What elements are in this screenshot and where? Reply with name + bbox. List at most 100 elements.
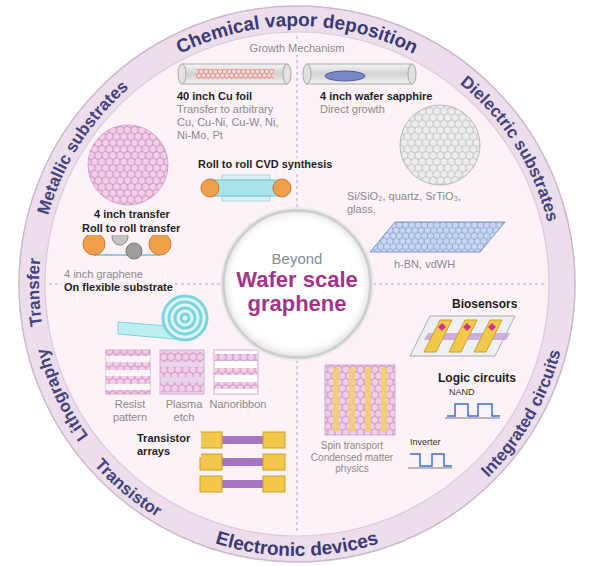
flexible-graphene-roll	[175, 308, 195, 328]
transistor-array	[200, 432, 285, 492]
biosensor-chip	[410, 316, 515, 356]
transistor-array	[200, 454, 222, 470]
flexible-graphene-roll	[181, 314, 189, 322]
nanoribbon-square	[214, 350, 258, 394]
ring-label-path: Electronic devices	[214, 527, 381, 560]
note-label: Transfer to arbitrary	[175, 103, 275, 116]
ring-label: Integrated circuits	[477, 347, 564, 480]
hbn-sheet	[370, 222, 505, 252]
inverter-waveform	[408, 454, 452, 468]
ring-label-path: Metallic substrates	[34, 77, 132, 217]
nanoribbon-square	[214, 368, 258, 375]
note-label: Cu, Cu-Ni, Cu-W, Ni, Ni-Mo, Pt	[175, 116, 291, 141]
ring-labels: Chemical vapor depositionMetallic substr…	[24, 9, 564, 560]
note-label: Resist pattern	[99, 398, 161, 423]
outer-ring	[19, 6, 575, 562]
transistor-array	[222, 458, 263, 466]
flexible-graphene-roll	[118, 296, 207, 340]
section-label: Roll to roll transfer	[80, 222, 182, 235]
cvd-tube-sapphire	[408, 64, 416, 84]
ring-label-path: Dielectric substrates	[457, 72, 562, 224]
cvd-tube-sapphire	[303, 64, 416, 84]
spin-device	[325, 365, 395, 435]
section-label: Logic circuits	[436, 372, 518, 386]
graphene-wafer-grey	[400, 105, 480, 185]
section-label: Biosensors	[450, 298, 519, 312]
roll-to-roll-cvd	[201, 179, 219, 197]
roll-to-roll-transfer	[83, 233, 105, 255]
graphene-wafer-grey	[400, 105, 480, 185]
ring-label: Electronic devices	[214, 527, 381, 560]
cvd-tube-cu-foil	[283, 64, 291, 84]
graphene-wafer-pink	[88, 125, 168, 205]
ring-label-path: Transistor	[91, 455, 165, 521]
cvd-tube-cu-foil	[196, 69, 274, 79]
resist-pattern-square	[106, 370, 150, 376]
plasma-etch-square	[160, 350, 204, 394]
cvd-tube-sapphire	[307, 64, 412, 84]
note-label: Si/SiO₂, quartz, SrTiO₃, glass,	[345, 190, 469, 215]
note-label: Direct growth	[318, 103, 387, 116]
nand-waveform	[445, 418, 500, 419]
node-title: Wafer scale graphene	[232, 268, 362, 317]
note-label: Spin transport Condensed matter physics	[300, 440, 404, 475]
section-label: 4 inch transfer	[92, 208, 172, 221]
transistor-array	[200, 476, 222, 492]
nanoribbon-square	[214, 368, 258, 375]
note-label: h-BN, vdWH	[392, 258, 457, 271]
transistor-array	[222, 458, 263, 466]
biosensor-chip	[474, 320, 502, 352]
graphene-wafer-grey	[400, 105, 480, 185]
biosensor-chip	[438, 323, 446, 331]
biosensor-chip	[463, 323, 471, 331]
inverter-waveform	[408, 468, 452, 469]
plasma-etch-square	[160, 382, 204, 392]
roll-to-roll-cvd	[210, 180, 282, 196]
note-label: Inverter	[408, 437, 443, 447]
outer-ring	[45, 32, 549, 536]
hbn-sheet	[370, 222, 505, 252]
resist-pattern-square	[106, 350, 150, 394]
plasma-etch-square	[160, 382, 204, 392]
spin-device	[349, 368, 355, 432]
ring-label: Transistor	[91, 455, 165, 521]
section-label: On flexible substrate	[62, 281, 175, 294]
note-label: Nanoribbon	[205, 398, 271, 411]
roll-to-roll-transfer	[149, 233, 171, 255]
cvd-tube-cu-foil	[196, 69, 274, 79]
nanoribbon-square	[214, 354, 258, 361]
spin-device	[365, 368, 371, 432]
cvd-tube-sapphire	[303, 64, 311, 84]
plasma-etch-square	[160, 352, 204, 362]
roll-to-roll-cvd	[273, 179, 291, 197]
spin-device	[381, 368, 387, 432]
transistor-array	[200, 432, 222, 448]
ring-label: Transfer	[24, 257, 46, 328]
spin-device	[325, 365, 395, 435]
spin-device	[325, 365, 395, 435]
roll-to-roll-transfer	[126, 243, 142, 259]
plasma-etch-square	[160, 350, 204, 394]
hbn-sheet	[370, 222, 505, 252]
biosensor-chip	[410, 316, 515, 356]
plasma-etch-square	[160, 367, 204, 377]
flexible-graphene-roll	[169, 302, 201, 334]
nanoribbon-square	[214, 354, 258, 361]
cvd-tube-cu-foil	[182, 64, 287, 84]
cvd-tube-cu-foil	[178, 64, 186, 84]
cvd-tube-cu-foil	[178, 64, 291, 84]
roll-to-roll-cvd	[201, 175, 291, 201]
ring-label-path: Integrated circuits	[477, 347, 564, 480]
spin-device	[333, 368, 339, 432]
note-label: Growth Mechanism	[248, 42, 347, 55]
ring-label: Metallic substrates	[34, 77, 132, 217]
section-label: Roll to roll CVD synthesis	[196, 158, 334, 171]
resist-pattern-square	[106, 356, 150, 362]
graphene-wafer-pink	[88, 125, 168, 205]
transistor-array	[222, 436, 263, 444]
resist-pattern-square	[106, 350, 150, 394]
transistor-array	[222, 436, 263, 444]
nand-waveform	[447, 404, 500, 416]
